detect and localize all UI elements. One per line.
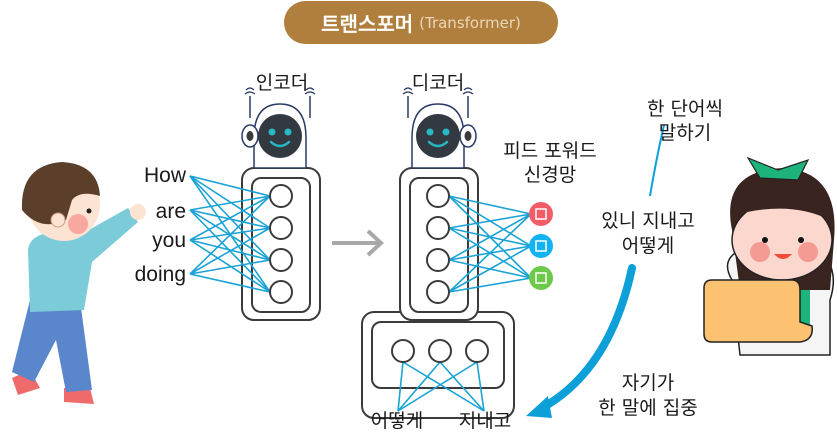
decoder-node [426, 248, 450, 272]
ffn-label-line1: 피드 포워드 [503, 140, 597, 162]
signal-icon [244, 87, 256, 95]
self-attention-line1: 자기가 [621, 372, 675, 394]
attention-connection [397, 361, 404, 412]
robot-eye [442, 128, 450, 136]
attention-node [465, 339, 489, 363]
word-by-word-line2: 말하기 [658, 122, 712, 144]
ffn-connection [448, 213, 532, 293]
encoder-connection [189, 175, 271, 229]
encoder-label: 인코더 [255, 72, 309, 94]
connections-layer [189, 175, 532, 412]
attention-connection [439, 361, 485, 412]
input-word: How [143, 164, 186, 187]
ffn-connection [448, 195, 532, 215]
ffn-connection [448, 213, 532, 229]
girl-illustration [703, 156, 835, 356]
headphone-center [246, 131, 254, 141]
robot-face [416, 114, 460, 158]
encoder-node [269, 248, 293, 272]
input-word: you [152, 229, 186, 252]
signal-icon [402, 87, 414, 95]
word-by-word-line1: 한 단어씩 [647, 98, 723, 120]
encoder-connection [189, 195, 271, 211]
attention-connection [402, 361, 485, 412]
robot-eye [268, 128, 276, 136]
output-square-icon [535, 240, 547, 252]
robot-eye [284, 128, 292, 136]
encoder-connection [189, 239, 271, 261]
title-main: 트랜스포머 [321, 12, 414, 36]
decoder-label: 디코더 [411, 72, 465, 94]
arrow-right-icon [332, 229, 384, 257]
title-sub: (Transformer) [419, 13, 521, 32]
title-badge: 트랜스포머 (Transformer) [284, 1, 558, 44]
output-node-blue [529, 234, 553, 258]
output-node-green [529, 266, 553, 290]
attention-connection [476, 361, 485, 412]
ffn-label-line2: 신경망 [523, 164, 577, 186]
nodes-layer [269, 184, 553, 363]
signal-icon [304, 87, 316, 95]
encoder-connection [189, 209, 271, 229]
encoder-node [269, 280, 293, 304]
encoder-connection [189, 239, 271, 293]
self-attention-line2: 한 말에 집중 [598, 397, 698, 419]
decoder-node [426, 184, 450, 208]
generated-line2: 어떻게 [621, 235, 675, 257]
attention-node [428, 339, 452, 363]
encoder-connection [189, 227, 271, 275]
robot-smile [269, 140, 291, 148]
encoder-robot-icon [241, 87, 316, 169]
attention-node [391, 339, 415, 363]
encoder-connection [189, 195, 271, 241]
input-word: are [155, 200, 186, 223]
boy-illustration [12, 162, 146, 404]
output-square-icon [535, 208, 547, 220]
encoder-connection [189, 259, 271, 275]
attention-connection [397, 361, 441, 412]
decoder-robot-icon [402, 87, 477, 169]
attention-connection [397, 361, 478, 412]
robot-face [258, 114, 302, 158]
output-square-icon [535, 272, 547, 284]
encoder-connection [189, 175, 271, 197]
signal-icon [462, 87, 474, 95]
encoder-connection [189, 273, 271, 293]
encoder-node [269, 184, 293, 208]
robot-eye [426, 128, 434, 136]
curved-arrow-icon [526, 124, 665, 418]
ffn-connection [448, 213, 532, 261]
encoder-connection [189, 195, 271, 275]
robot-smile [427, 140, 449, 148]
output-node-red [529, 202, 553, 226]
generated-line1: 있니 지내고 [601, 210, 695, 232]
input-word: doing [134, 263, 186, 286]
ffn-connection [448, 245, 532, 293]
encoder-node [269, 216, 293, 240]
ffn-connection [448, 277, 532, 293]
attention-input-word: 어떻게 [370, 410, 424, 432]
headphone-center [464, 131, 472, 141]
decoder-node [426, 280, 450, 304]
attention-input-word: 지내고 [458, 410, 512, 432]
decoder-node [426, 216, 450, 240]
